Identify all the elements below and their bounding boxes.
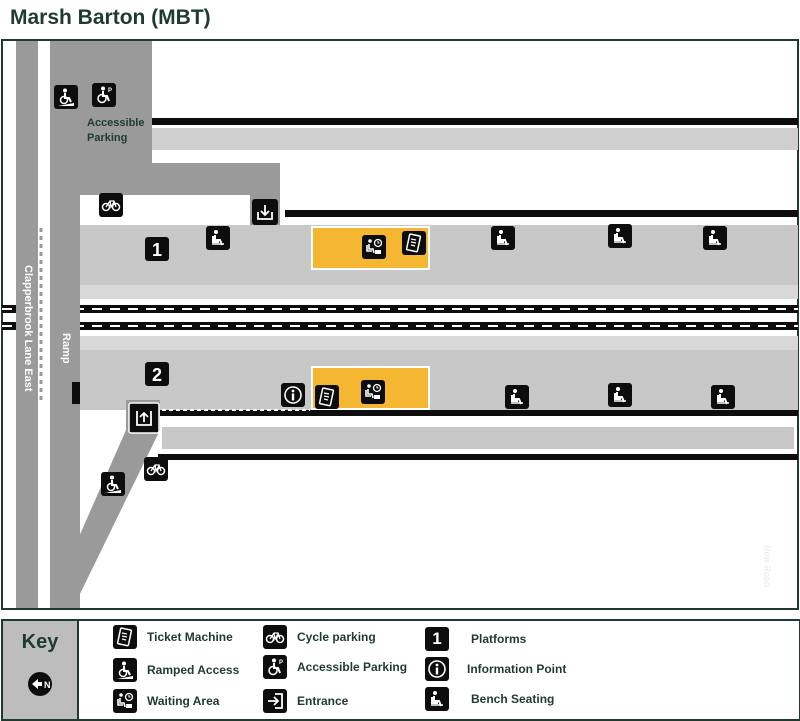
bench-seating-icon bbox=[608, 383, 632, 407]
road-east-label: New Road bbox=[762, 545, 772, 587]
ticket-machine-icon bbox=[402, 231, 426, 255]
key-item-bench-seating: Bench Seating bbox=[425, 687, 554, 711]
ramped-access-icon bbox=[101, 472, 125, 496]
accessible-parking-icon bbox=[263, 655, 287, 679]
key-item-information-point: Information Point bbox=[425, 657, 566, 681]
entrance-icon bbox=[263, 689, 287, 713]
accessible-parking-label-2: Parking bbox=[87, 132, 127, 144]
waiting-area-icon bbox=[113, 689, 137, 713]
key-item-platforms: 1 Platforms bbox=[425, 627, 526, 651]
information-point-icon bbox=[281, 383, 305, 407]
entrance-icon bbox=[128, 402, 160, 434]
ramp-label: Ramp bbox=[60, 333, 72, 364]
bench-seating-icon bbox=[608, 224, 632, 248]
key-label: Platforms bbox=[471, 632, 527, 646]
fence-line-3 bbox=[158, 454, 798, 460]
map-key: Key N Ticket Machine Ramped Access Waiti… bbox=[1, 619, 800, 721]
key-item-accessible-parking: Accessible Parking bbox=[263, 655, 407, 679]
key-label: Cycle parking bbox=[297, 630, 376, 644]
road-west-label: Clapperbrook Lane East bbox=[22, 265, 34, 392]
key-item-entrance: Entrance bbox=[263, 689, 348, 713]
cycle-parking-icon bbox=[263, 625, 287, 649]
svg-text:N: N bbox=[44, 680, 51, 690]
key-label: Waiting Area bbox=[147, 694, 220, 708]
key-label: Accessible Parking bbox=[297, 660, 408, 674]
key-item-waiting-area: Waiting Area bbox=[113, 689, 219, 713]
platform-2-badge: 2 bbox=[145, 362, 169, 386]
bench-seating-icon bbox=[206, 226, 230, 250]
ticket-machine-icon bbox=[113, 625, 137, 649]
key-title: Key bbox=[21, 631, 59, 653]
waiting-area-icon bbox=[361, 380, 385, 404]
key-item-cycle-parking: Cycle parking bbox=[263, 625, 376, 649]
fence-line-2 bbox=[285, 210, 798, 217]
page-title: Marsh Barton (MBT) bbox=[10, 6, 211, 29]
key-item-ticket-machine: Ticket Machine bbox=[113, 625, 233, 649]
ticket-machine-icon bbox=[315, 385, 339, 409]
platform-1-badge: 1 bbox=[145, 237, 169, 261]
key-label: Ramped Access bbox=[147, 663, 240, 677]
ramp-road bbox=[50, 41, 80, 608]
accessible-parking-icon bbox=[92, 83, 116, 107]
key-label: Ticket Machine bbox=[147, 630, 233, 644]
bench-seating-icon bbox=[711, 385, 735, 409]
key-label: Bench Seating bbox=[471, 692, 555, 706]
waiting-area-icon bbox=[362, 235, 386, 259]
fence-line-1 bbox=[152, 118, 798, 125]
accessible-parking-label-1: Accessible bbox=[87, 117, 144, 129]
bench-seating-icon bbox=[491, 226, 515, 250]
entrance-icon bbox=[252, 199, 278, 225]
platform-1-number: 1 bbox=[152, 240, 162, 260]
platform-glyph: 1 bbox=[432, 629, 442, 648]
bench-seating-icon bbox=[425, 687, 449, 711]
cycle-parking-icon bbox=[99, 193, 123, 217]
cycle-parking-icon bbox=[144, 457, 168, 481]
ramped-access-icon bbox=[113, 658, 137, 682]
key-label: Information Point bbox=[467, 662, 567, 676]
clapperbrook-lane-east bbox=[16, 41, 38, 608]
platform-2-number: 2 bbox=[152, 365, 162, 385]
bench-seating-icon bbox=[703, 226, 727, 250]
north-arrow-icon: N bbox=[28, 672, 52, 696]
key-item-ramped-access: Ramped Access bbox=[113, 658, 239, 682]
key-header: Key N bbox=[3, 621, 79, 719]
bench-seating-icon bbox=[505, 385, 529, 409]
platform-number-icon: 1 bbox=[425, 627, 449, 651]
station-map: P bbox=[1, 39, 799, 610]
ramped-access-icon bbox=[54, 85, 78, 109]
car-park-lower bbox=[80, 163, 280, 195]
information-point-icon bbox=[425, 657, 449, 681]
accessible-parking-label: Accessible Parking bbox=[87, 117, 148, 144]
key-label: Entrance bbox=[297, 694, 349, 708]
